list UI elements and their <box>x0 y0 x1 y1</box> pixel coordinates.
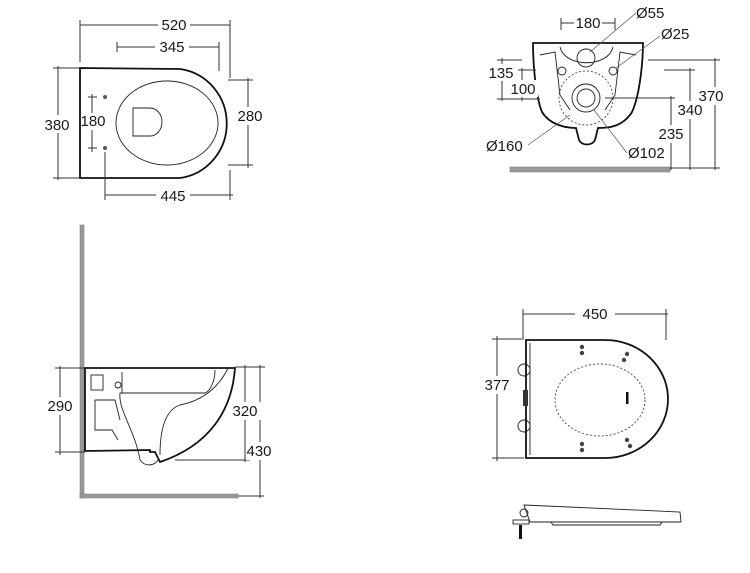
toilet-top-outline <box>79 67 228 179</box>
outlet-shape <box>132 107 163 137</box>
label-inlet-diameter: Ø55 <box>636 5 664 22</box>
inlet-hole <box>576 48 596 68</box>
dim-fixing-spacing: 180 <box>80 113 105 130</box>
dim-floor-to-rim: 430 <box>246 443 271 460</box>
label-outlet-outer-diameter: Ø160 <box>486 138 523 155</box>
label-outlet-diameter: Ø102 <box>628 145 665 162</box>
fixing-hole-icon <box>103 95 107 99</box>
seat-view: 450 377 <box>482 305 682 539</box>
seat-outline <box>525 339 669 459</box>
top-view: 520 345 380 180 280 445 <box>43 16 264 205</box>
dim-total-height: 370 <box>698 88 723 105</box>
dim-fixing-height-upper: 135 <box>488 65 513 82</box>
dim-fixing-height-lower: 100 <box>510 81 535 98</box>
dim-rear-fixing-spacing: 180 <box>575 15 600 32</box>
fixing-hole-icon <box>103 146 107 150</box>
dim-rim-height: 320 <box>232 403 257 420</box>
dim-length-to-fixing: 445 <box>160 188 185 205</box>
side-view: 290 320 430 <box>46 224 276 499</box>
dim-depth: 380 <box>44 117 69 134</box>
fixing-hole-icon <box>557 66 567 76</box>
label-fixing-hole-diameter: Ø25 <box>661 26 689 43</box>
fixing-hole-icon <box>608 66 618 76</box>
toilet-side-outline <box>84 367 236 464</box>
dim-bowl-height: 290 <box>47 398 72 415</box>
dim-inner-width: 345 <box>159 39 184 56</box>
toilet-rear-outline <box>532 42 644 146</box>
floor-plate <box>509 166 671 173</box>
dim-inlet-height: 340 <box>677 102 702 119</box>
floor <box>79 493 239 499</box>
bowl-opening <box>115 80 219 166</box>
dim-outlet-height: 235 <box>658 126 683 143</box>
dim-seat-width: 377 <box>484 377 509 394</box>
dim-bowl-width: 280 <box>237 108 262 125</box>
dim-overall-width: 520 <box>161 17 186 34</box>
dim-seat-length: 450 <box>582 306 607 323</box>
seat-opening <box>554 363 646 437</box>
rear-view: 180 Ø55 Ø25 Ø160 Ø102 135 100 370 340 23… <box>486 5 725 173</box>
hinge-icon <box>517 419 531 433</box>
outlet-hole <box>571 83 601 113</box>
wall <box>79 224 85 499</box>
hinge-icon <box>517 363 531 377</box>
seat-side-profile <box>512 504 682 539</box>
